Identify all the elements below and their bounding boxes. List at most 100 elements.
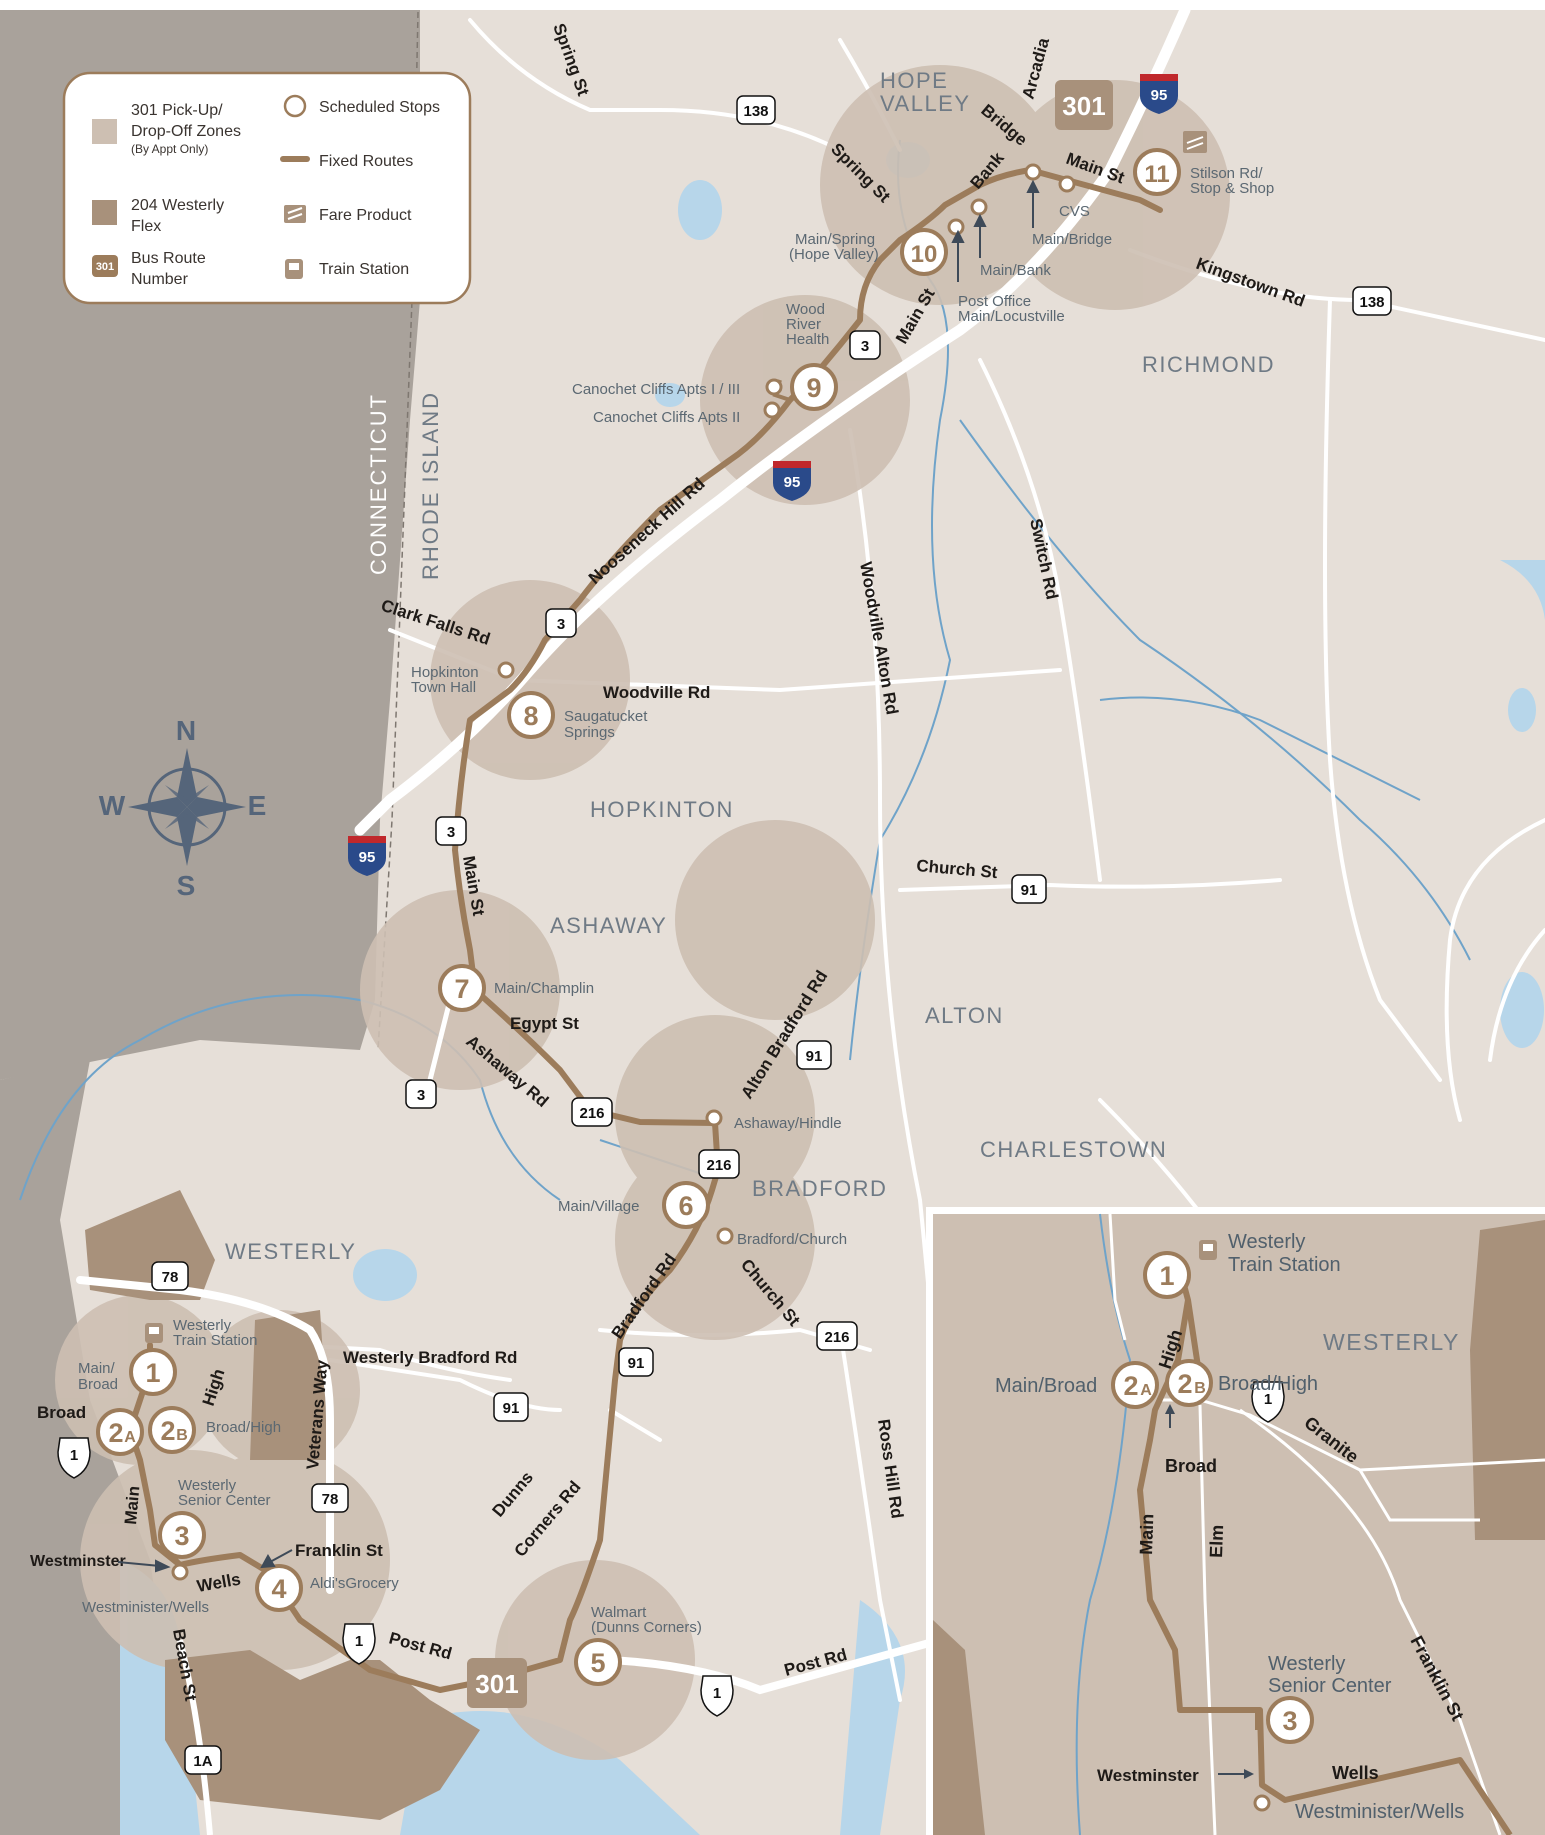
svg-text:95: 95	[784, 474, 801, 491]
svg-text:Elm: Elm	[1206, 1524, 1227, 1558]
svg-text:1: 1	[1159, 1261, 1174, 1291]
svg-text:3: 3	[557, 616, 565, 633]
svg-text:301 Pick-Up/: 301 Pick-Up/	[131, 102, 223, 119]
legend: 301 Pick-Up/ Drop-Off Zones (By Appt Onl…	[62, 71, 472, 305]
train-station-icon	[145, 1323, 163, 1343]
svg-text:Senior Center: Senior Center	[178, 1492, 271, 1509]
town-hopkinton: HOPKINTON	[590, 797, 734, 822]
svg-text:Springs: Springs	[564, 724, 615, 741]
svg-text:Bus Route: Bus Route	[131, 250, 206, 267]
svg-text:6: 6	[678, 1191, 693, 1221]
compass-n: N	[176, 715, 196, 746]
svg-text:2: 2	[1123, 1371, 1138, 1401]
svg-text:Train Station: Train Station	[319, 261, 409, 278]
road-franklin-st: Franklin St	[295, 1541, 383, 1560]
shield-3-a: 3	[849, 330, 881, 360]
stop-4: 4	[255, 1564, 303, 1612]
svg-text:78: 78	[162, 1269, 179, 1286]
svg-text:2: 2	[108, 1418, 123, 1448]
svg-text:Scheduled Stops: Scheduled Stops	[319, 99, 440, 116]
svg-text:4: 4	[271, 1574, 286, 1604]
svg-text:216: 216	[824, 1329, 849, 1346]
svg-text:Senior Center: Senior Center	[1268, 1675, 1392, 1697]
svg-text:138: 138	[743, 103, 768, 120]
stop-6: 6	[662, 1181, 710, 1229]
state-label-ri: RHODE ISLAND	[418, 391, 443, 580]
svg-text:1: 1	[1264, 1391, 1272, 1408]
stop-9: 9	[790, 363, 838, 411]
fixed-route-301	[127, 167, 1163, 1693]
svg-text:Westminster: Westminster	[1097, 1766, 1199, 1785]
svg-text:Main/Locustville: Main/Locustville	[958, 308, 1065, 325]
svg-text:Westerly: Westerly	[173, 1317, 232, 1334]
town-labels: HOPE VALLEY RICHMOND HOPKINTON ASHAWAY A…	[225, 68, 1274, 1264]
svg-text:11: 11	[1144, 161, 1169, 188]
road-westminster: Westminster	[30, 1553, 126, 1570]
town-alton: ALTON	[925, 1003, 1004, 1028]
svg-text:301: 301	[475, 1669, 518, 1699]
svg-text:WESTERLY: WESTERLY	[1323, 1329, 1460, 1355]
svg-text:2: 2	[1177, 1369, 1192, 1399]
state-label-ct: CONNECTICUT	[366, 393, 391, 575]
shield-us1-b: 1	[342, 1623, 376, 1665]
compass-s: S	[177, 870, 196, 901]
svg-text:Main/Bank: Main/Bank	[980, 262, 1051, 279]
svg-text:1A: 1A	[193, 1753, 212, 1770]
i95-shield-c: 95	[348, 836, 386, 876]
svg-text:2: 2	[160, 1416, 175, 1446]
svg-text:Broad: Broad	[1165, 1456, 1217, 1476]
town-westerly: WESTERLY	[225, 1239, 356, 1264]
svg-text:Health: Health	[786, 331, 829, 348]
shield-78-b: 78	[311, 1483, 349, 1513]
svg-text:Canochet Cliffs Apts II: Canochet Cliffs Apts II	[593, 409, 740, 426]
route-1a	[177, 1639, 213, 1835]
svg-text:Stilson Rd/: Stilson Rd/	[1190, 165, 1263, 182]
svg-text:River: River	[786, 316, 821, 333]
i95-shield-a: 95	[1140, 74, 1178, 114]
svg-text:(Dunns Corners): (Dunns Corners)	[591, 1619, 702, 1636]
svg-text:1: 1	[713, 1685, 721, 1702]
svg-text:3: 3	[861, 338, 869, 355]
post-road-highway	[606, 1636, 944, 1695]
svg-text:91: 91	[1021, 882, 1038, 899]
svg-text:91: 91	[628, 1355, 645, 1372]
road-egypt-st: Egypt St	[510, 1014, 579, 1033]
svg-text:Main/Broad: Main/Broad	[995, 1375, 1097, 1397]
svg-text:A: A	[1140, 1382, 1152, 1399]
svg-text:Westminister/Wells: Westminister/Wells	[82, 1599, 209, 1616]
interstate-shields: 95 95 95	[348, 74, 1178, 876]
svg-text:Train Station: Train Station	[1228, 1254, 1341, 1276]
svg-text:91: 91	[806, 1048, 823, 1065]
svg-text:Westminister/Wells: Westminister/Wells	[1295, 1801, 1464, 1823]
shield-91-south: 91	[618, 1347, 654, 1377]
svg-text:216: 216	[706, 1157, 731, 1174]
svg-text:Westerly: Westerly	[178, 1477, 237, 1494]
svg-text:Stop & Shop: Stop & Shop	[1190, 180, 1274, 197]
svg-text:301: 301	[1062, 91, 1105, 121]
svg-text:1: 1	[355, 1633, 363, 1650]
shield-3-c: 3	[435, 816, 467, 846]
svg-text:8: 8	[523, 701, 538, 731]
svg-text:Ashaway/Hindle: Ashaway/Hindle	[734, 1115, 842, 1132]
shield-91-alton: 91	[1011, 874, 1047, 904]
stop-3: 3	[158, 1511, 206, 1559]
svg-text:1: 1	[145, 1358, 160, 1388]
svg-text:B: B	[1194, 1380, 1206, 1397]
svg-text:Number: Number	[131, 271, 189, 288]
route-78	[76, 1276, 334, 1594]
svg-text:Main/Spring: Main/Spring	[795, 231, 875, 248]
svg-text:1: 1	[70, 1447, 78, 1464]
shield-us1-a: 1	[57, 1437, 91, 1479]
svg-text:Broad/High: Broad/High	[206, 1419, 281, 1436]
stop-labels: Westerly Train Station Main/ Broad Broad…	[78, 165, 1274, 1636]
stop-8: 8	[507, 691, 555, 739]
svg-text:Hopkinton: Hopkinton	[411, 664, 479, 681]
shield-91-westerly: 91	[493, 1392, 529, 1422]
svg-text:216: 216	[579, 1105, 604, 1122]
stop-10: 10	[900, 228, 948, 276]
shield-1a: 1A	[184, 1745, 222, 1775]
svg-text:7: 7	[454, 974, 469, 1004]
compass-w: W	[99, 790, 126, 821]
